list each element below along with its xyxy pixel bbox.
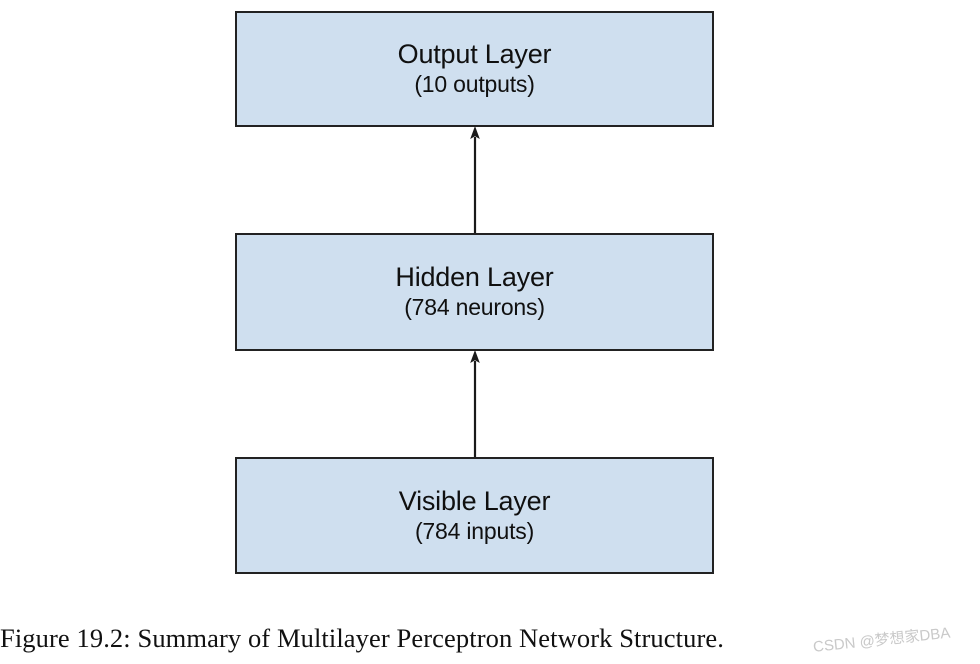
layer-box-output: Output Layer (10 outputs) <box>235 11 714 127</box>
arrow-visible-to-hidden <box>455 348 495 460</box>
arrow-up-icon <box>470 126 480 236</box>
figure-caption: Figure 19.2: Summary of Multilayer Perce… <box>0 623 724 653</box>
arrow-up-icon <box>470 350 480 460</box>
layer-title-hidden: Hidden Layer <box>395 262 554 293</box>
layer-box-visible: Visible Layer (784 inputs) <box>235 457 714 574</box>
layer-subtitle-visible: (784 inputs) <box>414 517 535 544</box>
layer-box-hidden: Hidden Layer (784 neurons) <box>235 233 714 351</box>
layer-subtitle-output: (10 outputs) <box>414 71 535 98</box>
arrow-hidden-to-output <box>455 124 495 236</box>
layer-subtitle-hidden: (784 neurons) <box>404 294 545 321</box>
layer-title-visible: Visible Layer <box>398 485 551 516</box>
layer-title-output: Output Layer <box>397 39 552 70</box>
